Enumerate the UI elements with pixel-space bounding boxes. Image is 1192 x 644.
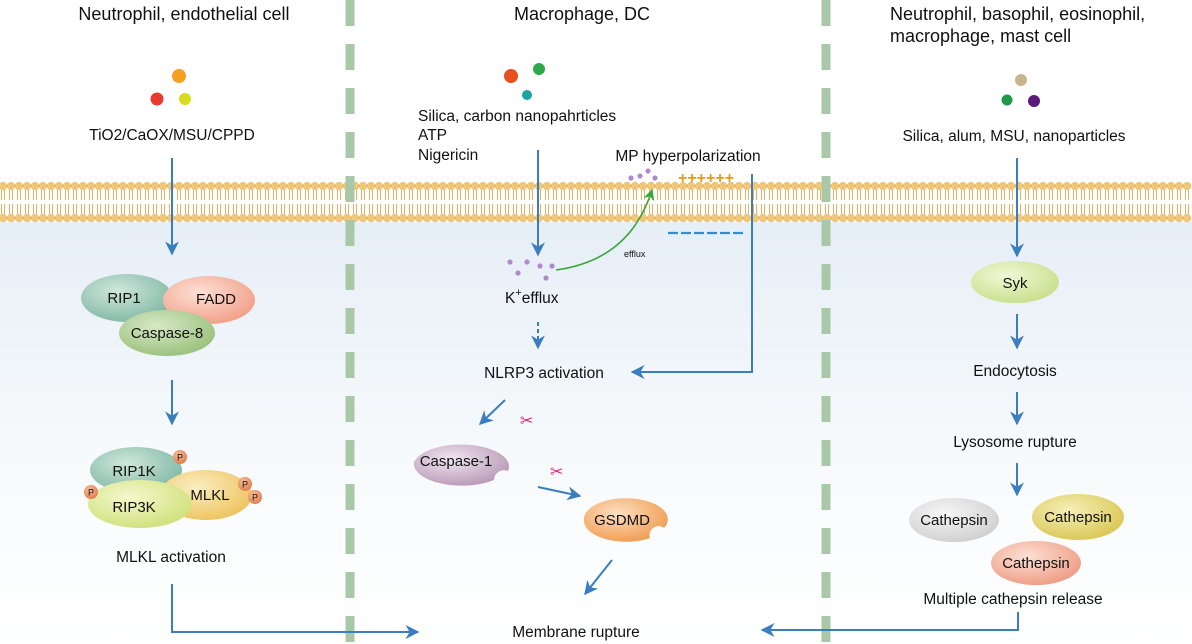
multiple-cathepsin-release-label: Multiple cathepsin release bbox=[923, 591, 1102, 608]
cathepsin-label-3: Cathepsin bbox=[1002, 555, 1070, 572]
scissors-icon-2: ✂ bbox=[550, 462, 563, 481]
lipid-bilayer-membrane bbox=[0, 181, 1192, 223]
cathepsin-oval-grey bbox=[909, 498, 999, 542]
nlrp3-activation-label: NLRP3 activation bbox=[484, 365, 604, 382]
scissors-icon-1: ✂ bbox=[520, 411, 533, 430]
particle-red-icon bbox=[150, 92, 164, 106]
syk-oval bbox=[971, 261, 1059, 303]
green-efflux-arrow bbox=[555, 188, 655, 271]
k-efflux-label: K+efflux bbox=[505, 287, 559, 307]
cathepsin-oval-salmon bbox=[991, 541, 1081, 585]
arrow-cathepsin-to-rupture bbox=[760, 612, 1019, 637]
particle-teal-icon bbox=[522, 90, 532, 100]
mlkl-label: MLKL bbox=[190, 487, 229, 504]
svg-text:P: P bbox=[88, 488, 94, 498]
caspase1-oval bbox=[413, 444, 510, 486]
cathepsin-label-1: Cathepsin bbox=[920, 512, 988, 529]
arrow-mlkl-to-rupture bbox=[171, 584, 420, 639]
phospho-badge-rip1k: P bbox=[173, 450, 187, 464]
rip1k-oval bbox=[90, 447, 182, 493]
cathepsin-oval-yellow bbox=[1032, 494, 1124, 540]
gsdmd-oval bbox=[583, 498, 668, 542]
fadd-label: FADD bbox=[196, 291, 236, 308]
caspase8-oval bbox=[119, 310, 215, 356]
arrow-nlrp3-to-caspase1 bbox=[478, 399, 506, 425]
phospho-badge-mlkl-1: P bbox=[238, 477, 252, 491]
caspase8-label: Caspase-8 bbox=[131, 325, 204, 342]
rip3k-label: RIP3K bbox=[112, 499, 155, 516]
phospho-badge-rip3k: P bbox=[84, 485, 98, 499]
rip1k-label: RIP1K bbox=[112, 463, 155, 480]
particle-orange-red-icon bbox=[504, 69, 518, 83]
arrow-mp-to-nlrp3 bbox=[630, 174, 753, 379]
particle-yellow-icon bbox=[179, 93, 191, 105]
plus-charge-signs: ++++++ bbox=[678, 170, 734, 187]
stimulus-silica-carbon: Silica, carbon nanopahrticles bbox=[418, 108, 616, 125]
endocytosis-label: Endocytosis bbox=[973, 363, 1057, 380]
rip1-label: RIP1 bbox=[107, 290, 140, 307]
phospho-badge-mlkl-2: P bbox=[248, 490, 262, 504]
column3-header-line1: Neutrophil, basophil, eosinophil, bbox=[890, 4, 1145, 24]
particle-beige-icon bbox=[1015, 74, 1027, 86]
column1-stimulus: TiO2/CaOX/MSU/CPPD bbox=[89, 127, 255, 144]
stimulus-nigericin: Nigericin bbox=[418, 147, 478, 164]
arrow-caspase1-to-gsdmd bbox=[537, 486, 582, 501]
arrow-gsdmd-to-rupture bbox=[584, 559, 613, 596]
syk-label: Syk bbox=[1002, 275, 1028, 292]
particle-green-icon bbox=[533, 63, 545, 75]
mlkl-activation-label: MLKL activation bbox=[116, 549, 226, 566]
svg-text:P: P bbox=[242, 480, 248, 490]
k-ion-dots-inside bbox=[507, 259, 555, 281]
svg-text:P: P bbox=[177, 453, 183, 463]
column3-stimulus: Silica, alum, MSU, nanoparticles bbox=[902, 128, 1125, 145]
particle-purple-icon bbox=[1028, 95, 1040, 107]
membrane-rupture-label: Membrane rupture bbox=[512, 624, 640, 641]
efflux-small-label: efflux bbox=[624, 249, 646, 259]
particle-dark-green-icon bbox=[1001, 94, 1013, 106]
mp-hyperpolarization-label: MP hyperpolarization bbox=[615, 148, 760, 165]
rip3k-oval bbox=[88, 480, 192, 528]
column1-header: Neutrophil, endothelial cell bbox=[78, 4, 289, 24]
caspase1-label: Caspase-1 bbox=[420, 453, 493, 470]
particle-orange-icon bbox=[172, 69, 186, 83]
lysosome-rupture-label: Lysosome rupture bbox=[953, 434, 1077, 451]
column2-header: Macrophage, DC bbox=[514, 4, 650, 24]
svg-text:P: P bbox=[252, 493, 258, 503]
column3-header-line2: macrophage, mast cell bbox=[890, 26, 1071, 46]
stimulus-atp: ATP bbox=[418, 127, 447, 144]
gsdmd-label: GSDMD bbox=[594, 512, 650, 529]
k-ion-dots-outside bbox=[628, 168, 658, 181]
cathepsin-label-2: Cathepsin bbox=[1044, 509, 1112, 526]
rip1-oval bbox=[81, 274, 173, 322]
